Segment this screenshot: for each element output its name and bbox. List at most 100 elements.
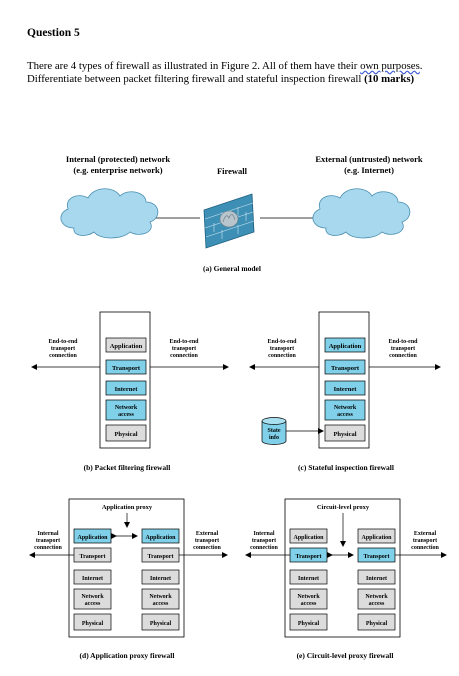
pf-layer-internet: [105, 380, 147, 396]
pf-left-label-1: End-to-end: [48, 339, 78, 345]
pf-layer-transport: [105, 359, 147, 375]
pf-layer-application: [105, 337, 147, 353]
cp-left-transport-label: Transport: [296, 554, 322, 560]
ap-right-network-label: Network: [149, 594, 172, 600]
pf-layer-physical: [105, 424, 147, 442]
ap-left-access-label: access: [85, 601, 101, 607]
cp-left-network-label: Network: [297, 594, 320, 600]
si-layer-access-label: access: [337, 412, 353, 418]
ap-proxy-label: Application proxy: [102, 504, 153, 511]
cp-right-physical-label: Physical: [366, 621, 388, 627]
si-right-label-3: connection: [389, 353, 417, 359]
question-marks: (10 marks): [364, 73, 415, 85]
ap-right-physical: [141, 613, 180, 631]
si-right-label-2: transport: [391, 346, 415, 352]
ap-right-application-label: Application: [145, 535, 176, 541]
external-network-label: External (untrusted) network: [315, 154, 422, 164]
si-left-label-3: connection: [268, 353, 296, 359]
state-info-label-2: info: [269, 435, 279, 441]
internal-network-label: Internal (protected) network: [66, 154, 170, 164]
cp-right-internet: [357, 569, 396, 585]
circuit-proxy-figure: Circuit-level proxy Application Transpor…: [245, 498, 447, 660]
ap-left-physical: [73, 613, 112, 631]
si-left-label-2: transport: [270, 346, 294, 352]
ap-int-label-2: transport: [36, 538, 60, 544]
firewall-brick-wall-icon: [203, 193, 255, 249]
state-info-database-icon: [261, 417, 287, 445]
pf-layer-transport-label: Transport: [112, 365, 141, 372]
cp-left-physical: [289, 613, 328, 631]
si-layer-physical: [324, 424, 366, 442]
cp-right-access-label: access: [369, 601, 385, 607]
ap-right-network-access: [141, 588, 180, 610]
pf-right-label-3: connection: [170, 353, 198, 359]
ap-right-transport-label: Transport: [148, 554, 174, 560]
ap-right-physical-label: Physical: [150, 621, 172, 627]
si-left-label-1: End-to-end: [267, 339, 297, 345]
general-model-figure: Internal (protected) network (e.g. enter…: [60, 154, 423, 273]
si-layer-transport: [324, 359, 366, 375]
pf-right-label-2: transport: [172, 346, 196, 352]
cp-left-internet: [289, 569, 328, 585]
internal-network-sublabel: (e.g. enterprise network): [73, 165, 162, 175]
si-layer-internet: [324, 380, 366, 396]
pf-layer-network-label: Network: [115, 405, 138, 411]
caption-packet-filtering: (b) Packet filtering firewall: [84, 463, 171, 472]
firewall-label: Firewall: [217, 166, 248, 176]
si-layer-application-label: Application: [329, 343, 362, 350]
cp-left-network-access: [289, 588, 328, 610]
cp-right-network-label: Network: [365, 594, 388, 600]
ap-left-network-access: [73, 588, 112, 610]
pf-layer-access-label: access: [118, 412, 134, 418]
cp-int-label-2: transport: [252, 538, 276, 544]
cp-right-network-access: [357, 588, 396, 610]
cp-right-application: [357, 528, 396, 544]
ap-left-application-label: Application: [77, 535, 108, 541]
ap-right-access-label: access: [153, 601, 169, 607]
pf-layer-network-access: [105, 399, 147, 421]
cp-left-access-label: access: [301, 601, 317, 607]
question-text-a: There are 4 types of firewall as illustr…: [27, 60, 361, 72]
cp-ext-label-2: transport: [413, 538, 437, 544]
ap-int-label-3: connection: [34, 545, 62, 551]
ap-right-internet-label: Internet: [150, 576, 171, 582]
state-info-label-1: State: [268, 428, 281, 434]
cp-right-application-label: Application: [361, 535, 392, 541]
application-proxy-figure: Application proxy Application Transport …: [29, 498, 228, 660]
si-layer-network-label: Network: [334, 405, 357, 411]
si-right-label-1: End-to-end: [388, 339, 418, 345]
cp-left-application: [289, 528, 328, 544]
ap-int-label-1: Internal: [38, 531, 59, 537]
cp-left-internet-label: Internet: [298, 576, 319, 582]
ap-left-transport-label: Transport: [80, 554, 106, 560]
cp-left-application-label: Application: [293, 535, 324, 541]
ap-ext-label-1: External: [196, 531, 219, 537]
ap-ext-label-3: connection: [193, 545, 221, 551]
caption-circuit-proxy: (e) Circuit-level proxy firewall: [297, 651, 394, 660]
stateful-inspection-figure: Application Transport Internet Network a…: [249, 311, 441, 472]
packet-filtering-figure: Application Transport Internet Network a…: [31, 311, 229, 472]
ap-left-internet: [73, 569, 112, 585]
cp-ext-label-1: External: [414, 531, 437, 537]
ap-left-network-label: Network: [81, 594, 104, 600]
internal-cloud: [60, 188, 159, 239]
external-cloud: [312, 188, 411, 239]
cp-proxy-label: Circuit-level proxy: [317, 504, 370, 511]
cp-ext-label-3: connection: [411, 545, 439, 551]
cp-left-physical-label: Physical: [298, 621, 320, 627]
question-own-purposes: own purposes: [360, 60, 420, 72]
si-layer-network-access: [324, 399, 366, 421]
pf-layer-physical-label: Physical: [114, 431, 137, 438]
ap-ext-label-2: transport: [195, 538, 219, 544]
ap-left-physical-label: Physical: [82, 621, 104, 627]
ap-left-internet-label: Internet: [82, 576, 103, 582]
question-text-b: . Differentiate between packet filtering…: [27, 60, 423, 85]
cp-int-label-1: Internal: [254, 531, 275, 537]
caption-application-proxy: (d) Application proxy firewall: [80, 651, 175, 660]
ap-right-internet: [141, 569, 180, 585]
si-layer-physical-label: Physical: [333, 431, 356, 438]
si-layer-transport-label: Transport: [331, 365, 360, 372]
cp-right-transport-label: Transport: [364, 554, 390, 560]
pf-left-label-2: transport: [51, 346, 75, 352]
